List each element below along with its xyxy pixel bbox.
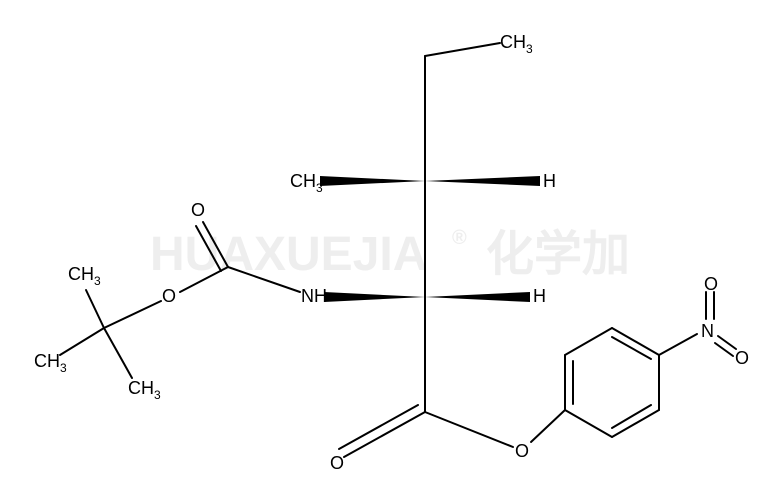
label-o-carbamate-double: O [191, 200, 205, 220]
watermark-registered: ® [452, 227, 467, 249]
wedge-beta-ch3 [320, 176, 425, 186]
bond-n-o-right-2 [714, 342, 734, 357]
label-ch3-beta: CH3 [290, 171, 323, 195]
watermark-cjk: 化学加 [486, 226, 630, 282]
bond-ch3-ch2 [424, 42, 501, 57]
bond-tbu-bottom [103, 327, 133, 379]
bond-tbu-top [85, 289, 105, 329]
stereo-wedges [320, 176, 540, 302]
atom-labels: CH3 CH3 H O O NH H CH3 CH3 CH3 O O N O O [34, 32, 749, 473]
label-ch3-tbu-top: CH3 [68, 264, 101, 288]
bond-o-tbu [103, 300, 162, 329]
bond-tbu-left [59, 327, 105, 356]
label-h-beta: H [543, 171, 556, 191]
bond-n-o-right-1 [717, 335, 737, 350]
watermark: HUAXUEJIA ® 化学加 [150, 226, 630, 282]
bond-ester-double-1 [343, 411, 426, 458]
label-o-ester-single: O [515, 441, 529, 461]
ring-bond-6 [564, 409, 613, 438]
watermark-latin: HUAXUEJIA [150, 228, 427, 281]
bond-nh-carbonyl [227, 266, 301, 293]
ring-inner-2 [611, 336, 652, 360]
ring-bond-3 [611, 327, 660, 356]
bond-carbamate-single [179, 266, 229, 293]
bonds [59, 42, 737, 458]
wedge-beta-h [425, 176, 540, 186]
label-ch3-tbu-left: CH3 [34, 351, 67, 375]
label-n-nitro: N [701, 321, 714, 341]
wedge-alpha-h [425, 292, 530, 302]
label-o-carbamate-single: O [162, 286, 176, 306]
ring-inner-3 [611, 404, 652, 429]
bond-ester-double-2 [338, 404, 419, 450]
bond-o-ring [530, 409, 566, 443]
label-ch3-tbu-bottom: CH3 [128, 378, 161, 402]
ring-bond-2 [564, 327, 613, 356]
bond-ester-single [424, 411, 514, 448]
ring-bond-5 [611, 409, 660, 438]
label-o-nitro-top: O [704, 274, 718, 294]
bond-ring-n [658, 333, 698, 356]
label-nh: NH [301, 286, 327, 306]
wedge-alpha-nh [324, 292, 425, 302]
label-o-nitro-right: O [735, 348, 749, 368]
label-h-alpha: H [533, 286, 546, 306]
bond-carbamate-double-2 [195, 225, 222, 272]
label-o-ester-double: O [330, 453, 344, 473]
bond-carbamate-double-1 [202, 221, 229, 268]
label-ch3-top: CH3 [500, 32, 533, 56]
